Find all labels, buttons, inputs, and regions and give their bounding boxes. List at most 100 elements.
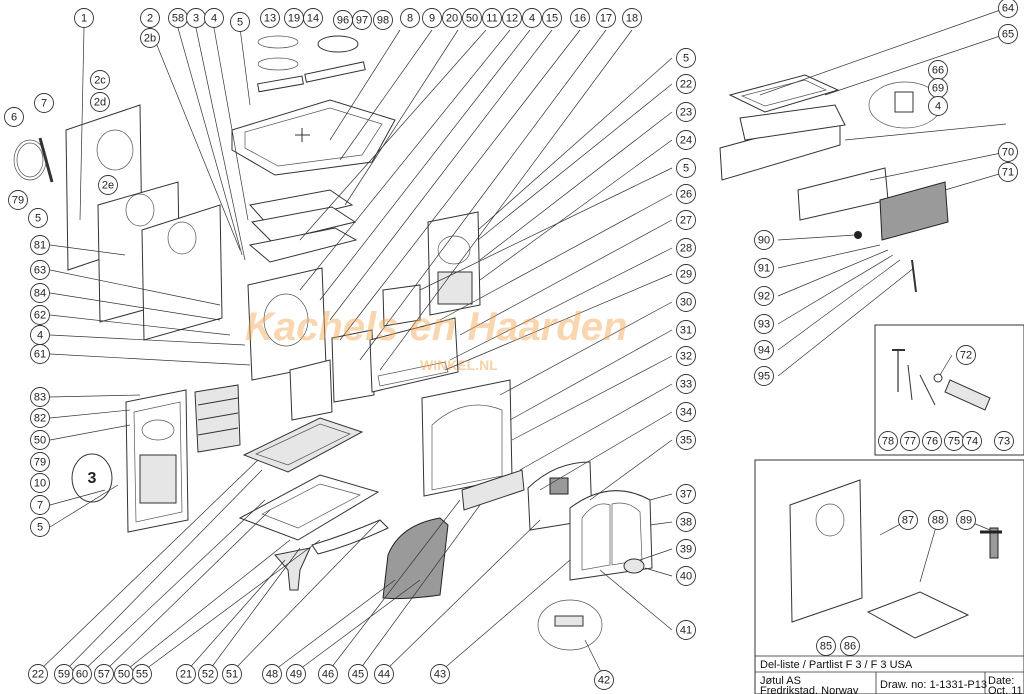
callout-left-column-9: 84 xyxy=(30,283,50,303)
callout-inset-tools-5: 74 xyxy=(962,431,982,451)
callout-left-column-3: 5 xyxy=(28,208,48,228)
callout-left-column-15: 50 xyxy=(30,430,50,450)
callout-bottom-row-1: 59 xyxy=(54,664,74,684)
callout-top-left-14: 9 xyxy=(422,8,442,28)
svg-text:55: 55 xyxy=(136,669,148,681)
callout-top-left-5: 4 xyxy=(204,8,224,28)
svg-text:88: 88 xyxy=(932,515,944,527)
svg-text:33: 33 xyxy=(680,379,692,391)
callout-inset-panel-0: 87 xyxy=(898,510,918,530)
leader-lines xyxy=(37,7,1007,679)
grate-part xyxy=(242,417,364,473)
date-value: Oct. 11 xyxy=(988,685,1023,694)
svg-text:22: 22 xyxy=(32,669,44,681)
callout-upper-right-0: 64 xyxy=(998,0,1018,18)
svg-text:50: 50 xyxy=(118,669,130,681)
svg-text:90: 90 xyxy=(758,235,770,247)
callout-upper-right-6: 71 xyxy=(998,162,1018,182)
svg-text:2d: 2d xyxy=(94,97,106,109)
svg-text:32: 32 xyxy=(680,351,692,363)
svg-text:93: 93 xyxy=(758,319,770,331)
svg-text:45: 45 xyxy=(352,669,364,681)
callout-upper-right-11: 94 xyxy=(754,340,774,360)
svg-text:39: 39 xyxy=(680,544,692,556)
svg-text:18: 18 xyxy=(626,13,638,25)
svg-text:59: 59 xyxy=(58,669,70,681)
svg-text:2: 2 xyxy=(147,13,153,25)
callout-top-left-21: 16 xyxy=(570,8,590,28)
callout-left-column-2: 79 xyxy=(8,190,28,210)
svg-text:87: 87 xyxy=(902,515,914,527)
callout-left-column-4: 2c xyxy=(90,70,110,90)
front-door-part xyxy=(569,490,653,581)
callout-bottom-row-7: 52 xyxy=(198,664,218,684)
svg-text:49: 49 xyxy=(290,669,302,681)
callout-upper-right-3: 69 xyxy=(928,78,948,98)
callout-right-column-8: 29 xyxy=(676,264,696,284)
callout-inset-tools-1: 78 xyxy=(878,431,898,451)
svg-text:70: 70 xyxy=(1002,147,1014,159)
callout-top-left-0: 1 xyxy=(74,8,94,28)
svg-text:35: 35 xyxy=(680,435,692,447)
svg-text:27: 27 xyxy=(680,215,692,227)
svg-text:73: 73 xyxy=(998,436,1010,448)
callout-bottom-row-9: 48 xyxy=(262,664,282,684)
svg-text:64: 64 xyxy=(1002,3,1014,15)
svg-text:34: 34 xyxy=(680,407,692,419)
svg-text:9: 9 xyxy=(429,13,435,25)
company-location: Fredrikstad, Norway xyxy=(760,685,859,694)
callout-inset-tools-2: 77 xyxy=(900,431,920,451)
svg-text:71: 71 xyxy=(1002,167,1014,179)
svg-text:79: 79 xyxy=(34,457,46,469)
tool-inset-frame xyxy=(874,324,1024,456)
svg-text:5: 5 xyxy=(237,17,243,29)
callout-left-column-7: 81 xyxy=(30,235,50,255)
drawing-number: Draw. no: 1-1331-P13 xyxy=(880,679,987,691)
svg-text:16: 16 xyxy=(574,13,586,25)
svg-text:83: 83 xyxy=(34,392,46,404)
svg-text:5: 5 xyxy=(683,53,689,65)
svg-text:30: 30 xyxy=(680,297,692,309)
svg-text:24: 24 xyxy=(680,135,692,147)
date-label: Date: xyxy=(988,675,1014,687)
svg-text:17: 17 xyxy=(600,13,612,25)
callout-right-column-14: 35 xyxy=(676,430,696,450)
callout-inset-tools-3: 76 xyxy=(922,431,942,451)
callout-right-column-17: 39 xyxy=(676,539,696,559)
callout-left-column-14: 82 xyxy=(30,408,50,428)
svg-text:4: 4 xyxy=(211,13,217,25)
callout-top-left-8: 19 xyxy=(284,8,304,28)
svg-text:31: 31 xyxy=(680,325,692,337)
callout-right-column-15: 37 xyxy=(676,484,696,504)
callout-top-left-7: 13 xyxy=(260,8,280,28)
svg-text:74: 74 xyxy=(966,436,978,448)
svg-text:44: 44 xyxy=(378,669,390,681)
inset-side-panel-part xyxy=(789,479,863,623)
callout-bottom-row-13: 44 xyxy=(374,664,394,684)
callout-inset-tools-6: 73 xyxy=(994,431,1014,451)
callout-bottom-row-11: 46 xyxy=(318,664,338,684)
svg-text:10: 10 xyxy=(34,478,46,490)
svg-text:2c: 2c xyxy=(94,75,106,87)
svg-text:14: 14 xyxy=(307,13,319,25)
callout-upper-right-10: 93 xyxy=(754,314,774,334)
callout-top-left-9: 14 xyxy=(303,8,323,28)
callout-top-left-4: 3 xyxy=(186,8,206,28)
svg-text:60: 60 xyxy=(76,669,88,681)
callout-bottom-row-12: 45 xyxy=(348,664,368,684)
callout-right-column-3: 24 xyxy=(676,130,696,150)
svg-text:58: 58 xyxy=(172,13,184,25)
top-plate-part xyxy=(231,99,396,176)
svg-text:63: 63 xyxy=(34,265,46,277)
svg-text:51: 51 xyxy=(226,669,238,681)
callout-top-left-15: 20 xyxy=(442,8,462,28)
callout-upper-right-2: 66 xyxy=(928,60,948,80)
svg-text:94: 94 xyxy=(758,345,770,357)
callout-right-column-9: 30 xyxy=(676,292,696,312)
callout-inset-tools-4: 75 xyxy=(944,431,964,451)
callout-upper-right-1: 65 xyxy=(998,24,1018,44)
callout-right-column-1: 22 xyxy=(676,74,696,94)
callout-top-left-13: 8 xyxy=(400,8,420,28)
